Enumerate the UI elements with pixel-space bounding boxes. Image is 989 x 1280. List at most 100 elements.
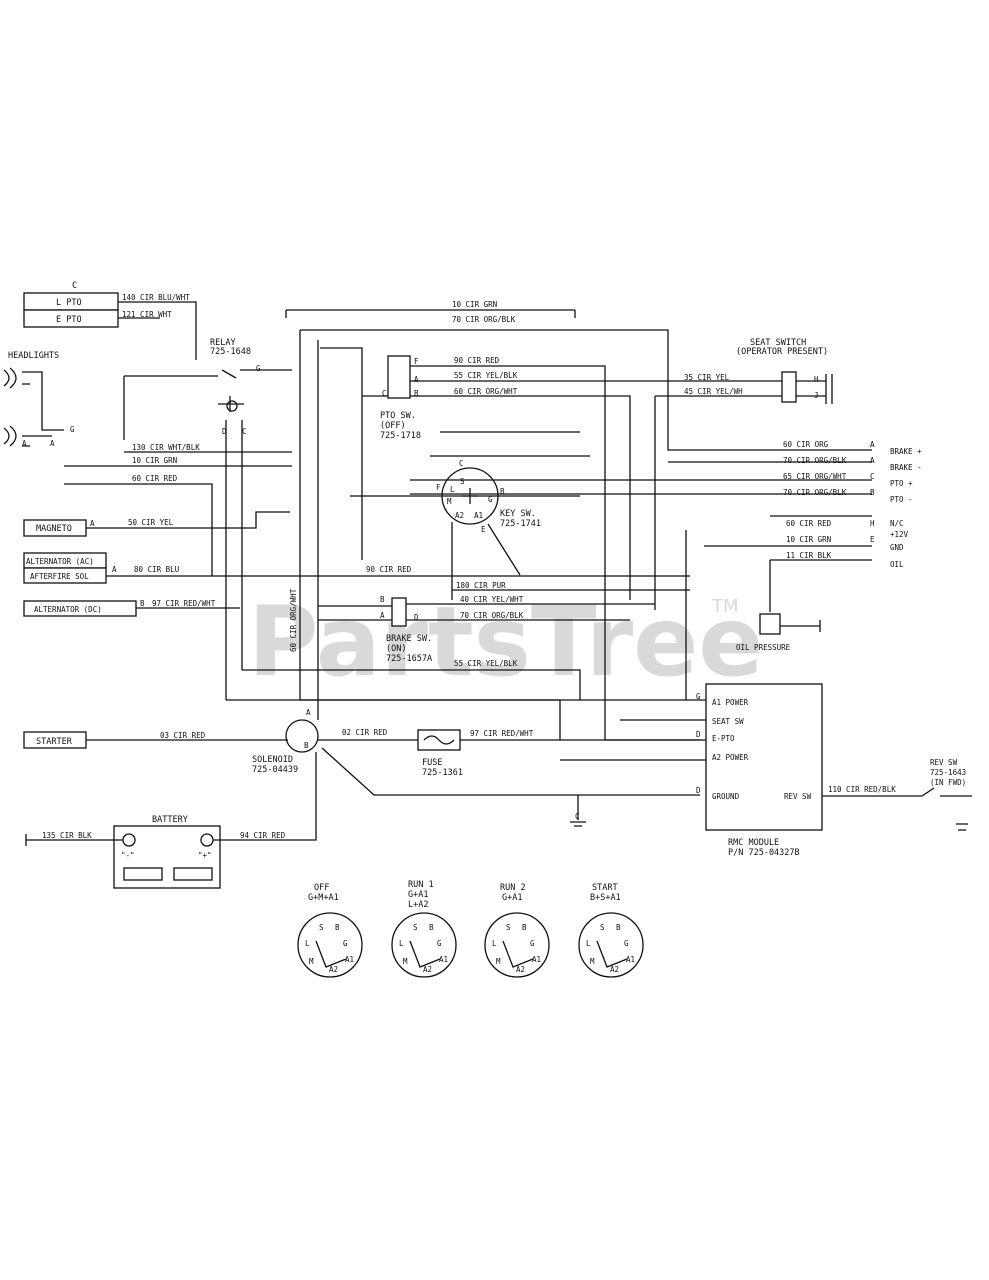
- svg-text:AFTERFIRE SOL: AFTERFIRE SOL: [30, 572, 89, 581]
- wire-label: 55 CIR YEL/BLK: [454, 659, 518, 668]
- svg-text:C: C: [459, 459, 464, 468]
- svg-text:725-1643: 725-1643: [930, 768, 966, 777]
- key-state-terminal: G: [437, 939, 442, 948]
- svg-text:GND: GND: [890, 543, 904, 552]
- key-state-terminal: A1: [439, 955, 448, 964]
- svg-text:OIL: OIL: [890, 560, 904, 569]
- svg-text:STARTER: STARTER: [36, 737, 73, 747]
- key-state-terminal: L: [305, 939, 310, 948]
- wire-label: 02 CIR RED: [342, 728, 388, 737]
- rmc-module: A1 POWER SEAT SW E-PTO A2 POWER GROUND R…: [300, 683, 823, 858]
- svg-text:PTO -: PTO -: [890, 495, 913, 504]
- block-header: C: [72, 281, 77, 291]
- key-state-terminal: B: [522, 923, 527, 932]
- key-state-terminal: S: [413, 923, 418, 932]
- svg-text:ALTERNATOR (AC): ALTERNATOR (AC): [26, 557, 94, 566]
- svg-text:B: B: [500, 487, 505, 496]
- svg-text:BRAKE -: BRAKE -: [890, 463, 922, 472]
- key-state-terminal: M: [496, 957, 501, 966]
- watermark: PartsTree: [248, 586, 763, 698]
- rmc-module-part: P/N 725-04327B: [728, 848, 800, 858]
- wire-label: 97 CIR RED/WHT: [470, 729, 534, 738]
- svg-text:GROUND: GROUND: [712, 792, 740, 801]
- wire-label: 45 CIR YEL/WH: [684, 387, 743, 396]
- pto-letter: C: [382, 389, 387, 398]
- wire-label: 180 CIR PUR: [456, 581, 506, 590]
- rev-switch: REV SW 725-1643 (IN FWD): [822, 758, 972, 831]
- svg-text:A2 POWER: A2 POWER: [712, 753, 749, 762]
- seat-letter-h: H: [814, 375, 819, 384]
- conn-wire: 65 CIR ORG/WHT: [783, 472, 847, 481]
- wire-label: 135 CIR BLK: [42, 831, 92, 840]
- svg-text:G+A1: G+A1: [502, 893, 522, 903]
- key-state-terminal: A2: [516, 965, 525, 974]
- relay-label: RELAY: [210, 338, 236, 348]
- key-state-run2: RUN 2 G+A1: [484, 883, 550, 978]
- svg-text:G: G: [696, 692, 701, 701]
- key-state-link: [596, 940, 628, 968]
- wire-label: 40 CIR YEL/WHT: [460, 595, 524, 604]
- key-state-link: [315, 940, 347, 968]
- brake-sw-part: 725-1657A: [386, 654, 432, 664]
- key-state-terminal: G: [343, 939, 348, 948]
- wire-label: 90 CIR RED: [454, 356, 500, 365]
- pto-letter: A: [414, 375, 419, 384]
- svg-text:M: M: [447, 497, 452, 506]
- relay: RELAY 725-1648 G D C: [123, 338, 292, 700]
- svg-text:G+A1: G+A1: [408, 890, 428, 900]
- pto-letter: B: [414, 389, 419, 398]
- wire-label-vertical: 60 CIR ORG/WHT: [289, 588, 298, 652]
- svg-text:E: E: [481, 525, 486, 534]
- wire-label: 03 CIR RED: [160, 731, 206, 740]
- svg-text:(IN FWD): (IN FWD): [930, 778, 966, 787]
- svg-text:B+S+A1: B+S+A1: [590, 893, 621, 903]
- key-state-link: [502, 940, 534, 968]
- rmc-module-label: RMC MODULE: [728, 838, 779, 848]
- svg-text:A: A: [870, 456, 875, 465]
- svg-text:OFF: OFF: [314, 883, 329, 893]
- wire-label: 50 CIR YEL: [128, 518, 174, 527]
- key-state-terminal: L: [492, 939, 497, 948]
- svg-text:A: A: [870, 440, 875, 449]
- fuse: FUSE 725-1361: [417, 729, 700, 778]
- svg-text:A2: A2: [455, 511, 464, 520]
- svg-text:"-": "-": [121, 851, 135, 860]
- svg-text:RUN 1: RUN 1: [408, 880, 434, 890]
- relay-letter-g: G: [256, 364, 261, 373]
- wire-label: 55 CIR YEL/BLK: [454, 371, 518, 380]
- svg-text:F: F: [436, 483, 441, 492]
- svg-text:A: A: [90, 519, 95, 528]
- headlights-label: HEADLIGHTS: [8, 351, 59, 361]
- block-row-e-pto: E PTO: [56, 315, 82, 325]
- svg-text:REV SW: REV SW: [784, 792, 812, 801]
- brake-sw-state: (ON): [386, 644, 406, 654]
- wire-label: 10 CIR GRN: [132, 456, 177, 465]
- svg-text:C: C: [870, 472, 875, 481]
- conn-wire: 10 CIR GRN: [786, 535, 831, 544]
- wire-label: 97 CIR RED/WHT: [152, 599, 216, 608]
- relay-part: 725-1648: [210, 347, 251, 357]
- svg-text:PTO +: PTO +: [890, 479, 913, 488]
- key-state-terminal: S: [600, 923, 605, 932]
- key-state-terminal: B: [429, 923, 434, 932]
- relay-letter-d: D: [222, 427, 227, 436]
- wire-label: 130 CIR WHT/BLK: [132, 443, 200, 452]
- svg-text:MAGNETO: MAGNETO: [36, 524, 72, 534]
- svg-text:S: S: [460, 477, 465, 486]
- svg-text:B: B: [140, 599, 145, 608]
- key-state-terminal: A1: [626, 955, 635, 964]
- svg-text:N/C: N/C: [890, 519, 904, 528]
- wire-label: 60 CIR ORG/WHT: [454, 387, 518, 396]
- svg-text:E: E: [870, 535, 875, 544]
- solenoid-part: 725-04439: [252, 765, 298, 775]
- svg-text:C: C: [575, 812, 580, 821]
- svg-text:START: START: [592, 883, 618, 893]
- key-sw-label: KEY SW.: [500, 509, 536, 519]
- key-state-terminal: S: [319, 923, 324, 932]
- alternator-dc: ALTERNATOR (DC) B 97 CIR RED/WHT: [23, 599, 240, 617]
- key-state-link: [409, 940, 441, 968]
- svg-text:D: D: [696, 730, 701, 739]
- wire-label: 80 CIR BLU: [134, 565, 179, 574]
- svg-text:B: B: [304, 741, 309, 750]
